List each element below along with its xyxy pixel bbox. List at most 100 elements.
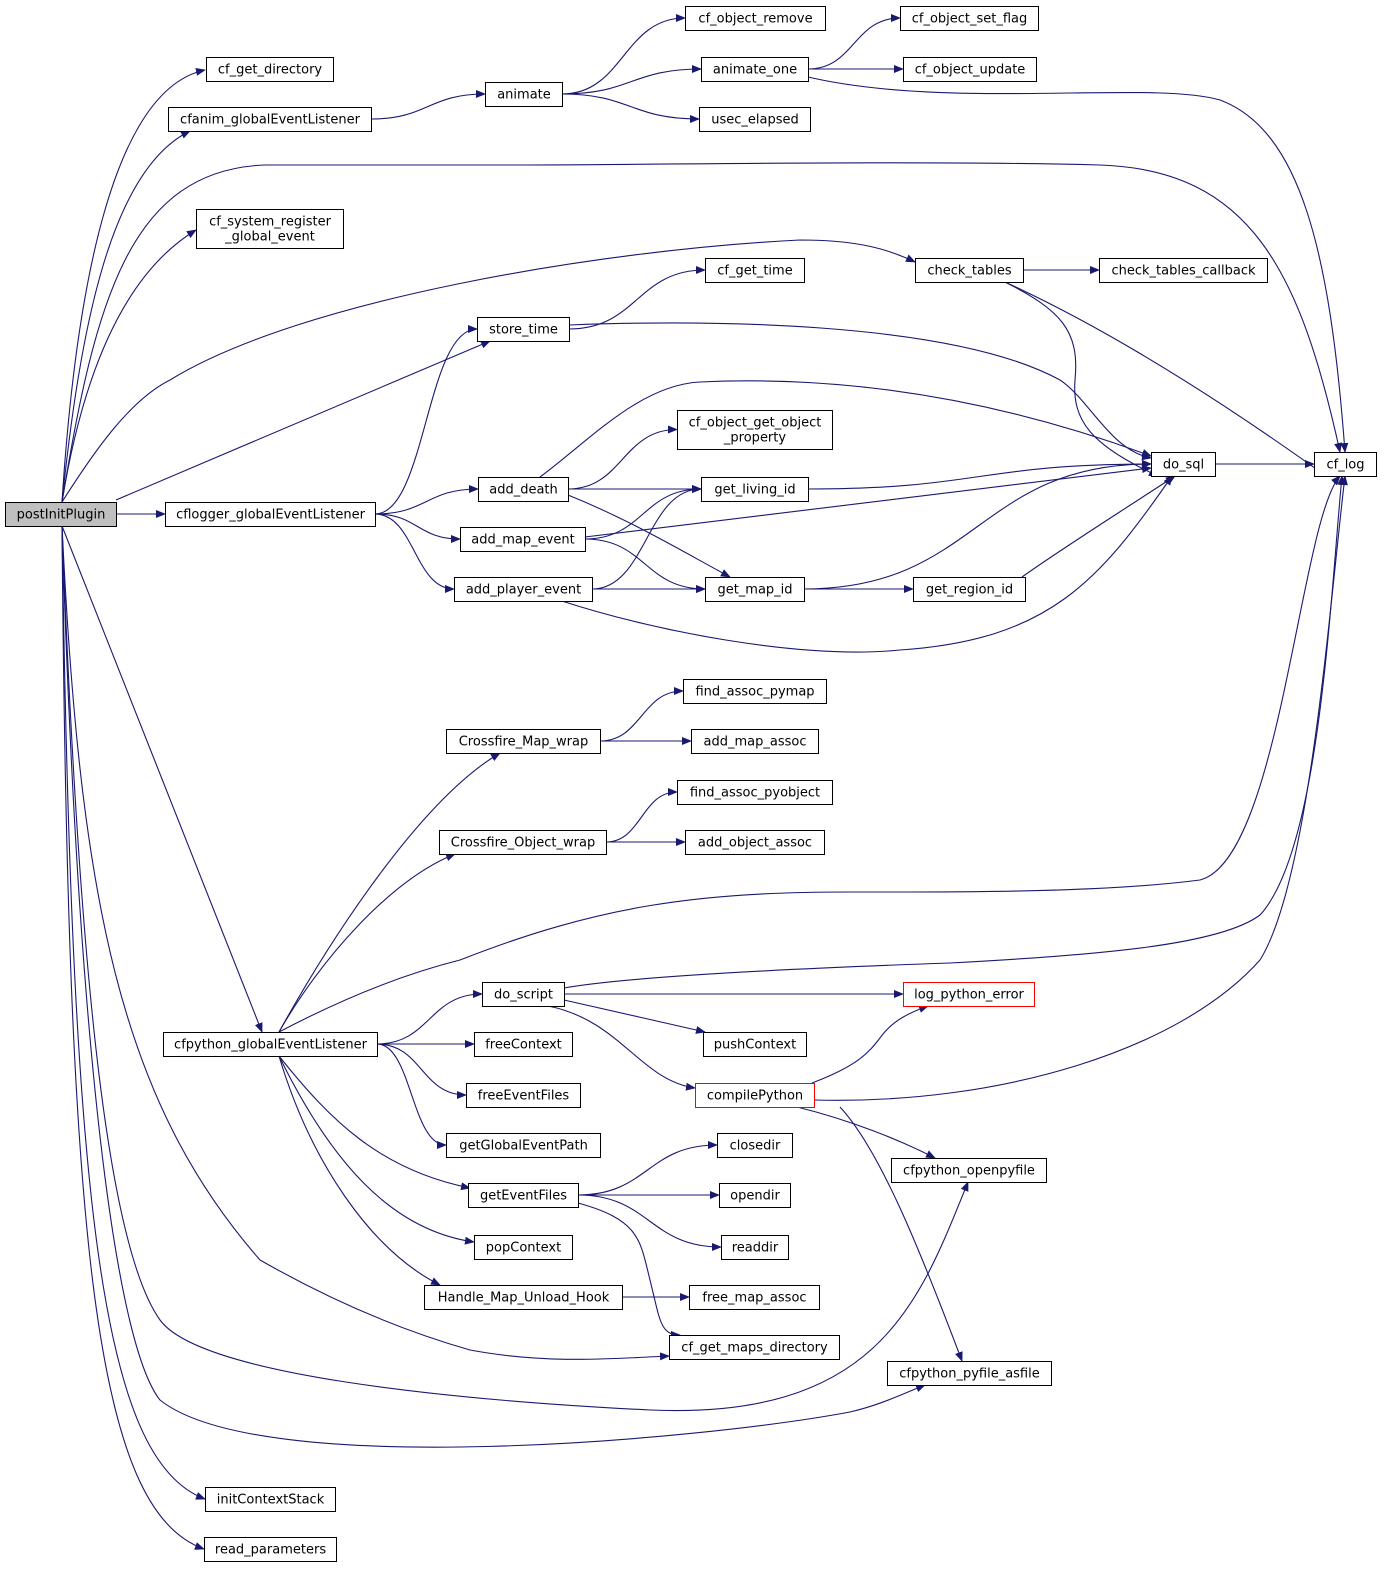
node-compilepython[interactable]: compilePython (695, 1083, 815, 1108)
node-label: do_sql (1163, 458, 1204, 473)
node-do-sql[interactable]: do_sql (1151, 452, 1216, 477)
node-box (477, 317, 570, 342)
node-read-parameters[interactable]: read_parameters (204, 1537, 337, 1562)
node-cf-get-directory[interactable]: cf_get_directory (206, 57, 334, 82)
node-label: cfpython_openpyfile (903, 1164, 1035, 1179)
edge-get-living-id-to-do-sql (807, 460, 1152, 490)
node-box (903, 982, 1035, 1007)
node-box (913, 577, 1026, 602)
node-animate[interactable]: animate (485, 82, 563, 107)
node-handle-map-unload-hook[interactable]: Handle_Map_Unload_Hook (424, 1285, 623, 1310)
node-cflogger-globaleventlistener[interactable]: cflogger_globalEventListener (165, 502, 376, 527)
node-label: freeContext (485, 1038, 562, 1053)
edge-postinitplugin-to-cfpython-openpyfile (61, 525, 969, 1412)
node-add-death[interactable]: add_death (478, 477, 569, 502)
node-box (701, 477, 809, 502)
node-box (485, 82, 563, 107)
node-box (474, 1032, 573, 1057)
node-cf-system-register-global-event[interactable]: cf_system_register_global_event (196, 209, 344, 249)
node-label: cf_object_get_object (689, 416, 822, 431)
node-label: Crossfire_Object_wrap (451, 836, 595, 851)
edge-cfpython-globaleventlistener-to-handle-map-unload-hook (278, 1055, 441, 1286)
node-label: cf_object_remove (698, 12, 812, 27)
node-find-assoc-pyobject[interactable]: find_assoc_pyobject (677, 780, 833, 805)
node-cf-object-remove[interactable]: cf_object_remove (685, 6, 826, 31)
node-get-map-id[interactable]: get_map_id (705, 577, 805, 602)
node-check-tables-callback[interactable]: check_tables_callback (1099, 258, 1268, 283)
node-box (454, 577, 593, 602)
node-box (482, 982, 565, 1007)
node-box (691, 729, 819, 754)
node-postinitplugin[interactable]: postInitPlugin (5, 502, 117, 527)
node-box (689, 1285, 820, 1310)
edge-crossfire-map-wrap-to-find-assoc-pymap (599, 687, 684, 742)
node-label: usec_elapsed (711, 113, 799, 128)
node-label: cf_object_set_flag (912, 12, 1028, 27)
node-add-object-assoc[interactable]: add_object_assoc (685, 830, 825, 855)
node-popcontext[interactable]: popContext (474, 1235, 573, 1260)
node-label: cf_object_update (915, 63, 1026, 78)
edge-postinitplugin-to-store-time (115, 340, 491, 501)
edge-cfpython-globaleventlistener-to-popcontext (278, 1055, 475, 1245)
node-add-map-event[interactable]: add_map_event (460, 527, 586, 552)
node-label: pushContext (714, 1038, 796, 1053)
node-cfpython-globaleventlistener[interactable]: cfpython_globalEventListener (163, 1032, 378, 1057)
node-free-map-assoc[interactable]: free_map_assoc (689, 1285, 820, 1310)
edge-geteventfiles-to-closedir (577, 1141, 718, 1196)
node-freeeventfiles[interactable]: freeEventFiles (466, 1083, 581, 1108)
node-closedir[interactable]: closedir (717, 1133, 793, 1158)
node-label: animate (497, 88, 551, 103)
node-freecontext[interactable]: freeContext (474, 1032, 573, 1057)
node-do-script[interactable]: do_script (482, 982, 565, 1007)
node-box (701, 57, 809, 82)
node-cfanim-globaleventlistener[interactable]: cfanim_globalEventListener (168, 107, 372, 132)
node-label: Handle_Map_Unload_Hook (438, 1291, 610, 1306)
node-add-player-event[interactable]: add_player_event (454, 577, 593, 602)
node-box (903, 57, 1037, 82)
node-label: cf_get_time (717, 264, 792, 279)
node-label: free_map_assoc (702, 1291, 806, 1306)
node-label: closedir (730, 1139, 781, 1154)
node-label: check_tables_callback (1112, 264, 1256, 279)
node-getglobaleventpath[interactable]: getGlobalEventPath (446, 1133, 601, 1158)
node-initcontextstack[interactable]: initContextStack (205, 1487, 336, 1512)
edge-cfpython-globaleventlistener-to-getglobaleventpath (376, 1043, 447, 1149)
node-box (474, 1235, 573, 1260)
node-crossfire-map-wrap[interactable]: Crossfire_Map_wrap (446, 729, 601, 754)
node-label: get_living_id (714, 483, 795, 498)
node-cf-get-time[interactable]: cf_get_time (705, 258, 805, 283)
node-box (466, 1083, 581, 1108)
node-box (915, 258, 1024, 283)
node-find-assoc-pymap[interactable]: find_assoc_pymap (683, 679, 827, 704)
node-readdir[interactable]: readdir (721, 1235, 789, 1260)
node-cf-get-maps-directory[interactable]: cf_get_maps_directory (669, 1335, 840, 1360)
node-cfpython-pyfile-asfile[interactable]: cfpython_pyfile_asfile (887, 1361, 1052, 1386)
node-cfpython-openpyfile[interactable]: cfpython_openpyfile (891, 1158, 1047, 1183)
node-cf-object-get-object-property[interactable]: cf_object_get_object_property (677, 410, 833, 450)
node-label: compilePython (707, 1089, 803, 1104)
node-get-region-id[interactable]: get_region_id (913, 577, 1026, 602)
node-store-time[interactable]: store_time (477, 317, 570, 342)
node-cf-log[interactable]: cf_log (1314, 452, 1377, 477)
node-add-map-assoc[interactable]: add_map_assoc (691, 729, 819, 754)
node-check-tables[interactable]: check_tables (915, 258, 1024, 283)
edge-cflogger-globaleventlistener-to-add-map-event (374, 513, 461, 543)
node-log-python-error[interactable]: log_python_error (903, 982, 1035, 1007)
node-geteventfiles[interactable]: getEventFiles (468, 1183, 579, 1208)
node-usec-elapsed[interactable]: usec_elapsed (699, 107, 811, 132)
edge-postinitplugin-to-cfpython-pyfile-asfile (61, 525, 926, 1448)
node-animate-one[interactable]: animate_one (701, 57, 809, 82)
node-opendir[interactable]: opendir (719, 1183, 791, 1208)
node-label: cflogger_globalEventListener (176, 508, 365, 523)
node-label: add_player_event (466, 583, 581, 598)
node-pushcontext[interactable]: pushContext (703, 1032, 807, 1057)
edge-postinitplugin-to-cfanim-globaleventlistener (61, 130, 191, 503)
edge-crossfire-object-wrap-to-find-assoc-pyobject (605, 788, 678, 843)
edge-add-player-event-to-do-sql (561, 475, 1173, 653)
node-label: getEventFiles (480, 1189, 567, 1204)
node-crossfire-object-wrap[interactable]: Crossfire_Object_wrap (439, 830, 607, 855)
node-get-living-id[interactable]: get_living_id (701, 477, 809, 502)
node-cf-object-update[interactable]: cf_object_update (903, 57, 1037, 82)
node-cf-object-set-flag[interactable]: cf_object_set_flag (900, 6, 1039, 31)
